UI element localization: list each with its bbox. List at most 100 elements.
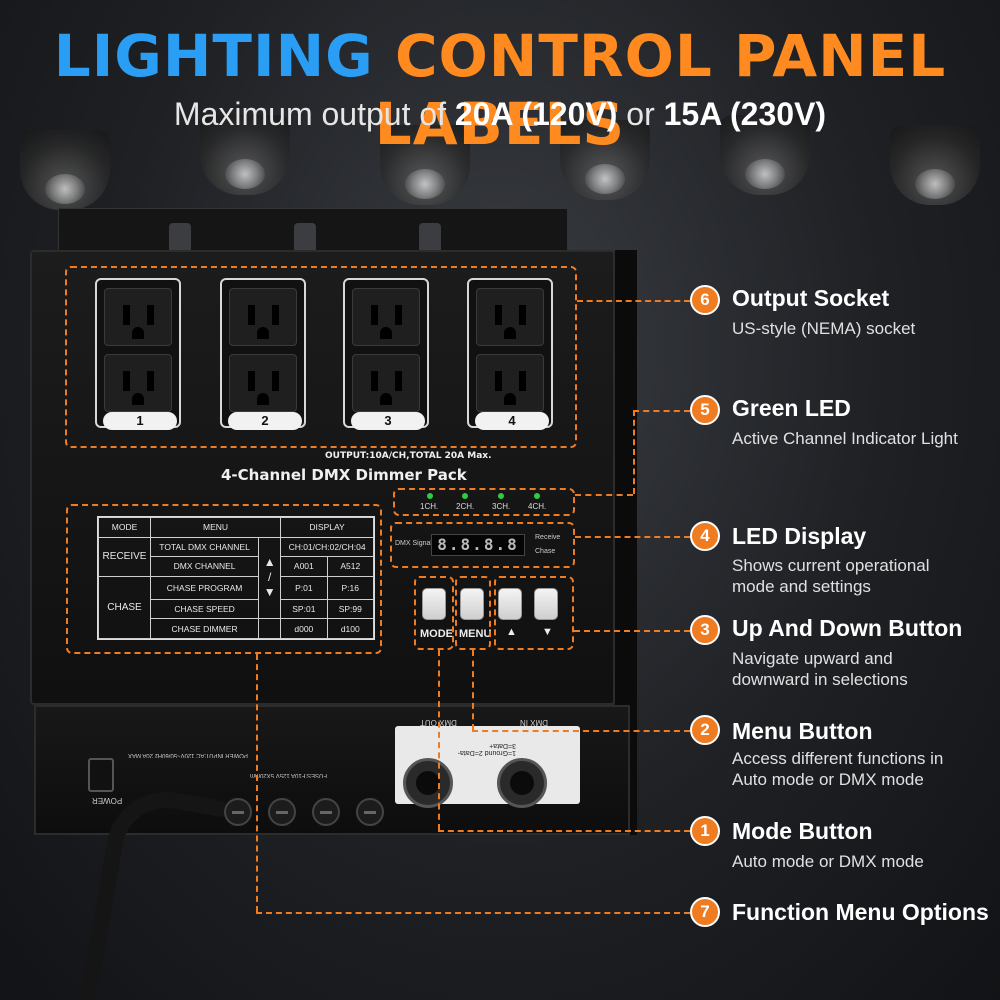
- subtitle-value-120v: 20A (120V): [454, 96, 618, 132]
- callout-number: 1: [690, 816, 720, 846]
- callout-line: [472, 650, 474, 730]
- callout-line: [574, 630, 690, 632]
- subtitle-value-230v: 15A (230V): [663, 96, 827, 132]
- fuse-holder-icon: [268, 798, 296, 826]
- highlight-display: [390, 522, 575, 568]
- power-input-label: POWER INPUT:AC 120V~50/60Hz 20A MAX: [128, 752, 248, 758]
- socket-number: 2: [228, 412, 302, 430]
- highlight-menu-button: [455, 576, 491, 650]
- callout-line: [256, 654, 258, 912]
- callout-title: Mode Button: [732, 818, 873, 844]
- fuses-label: FUSES:F10A 125V 5X20mm: [250, 772, 328, 778]
- dmx-signal-label: DMX Signal: [395, 540, 432, 547]
- highlight-up-down-buttons: [494, 576, 574, 650]
- up-arrow-icon: ▲: [506, 626, 517, 638]
- callout-desc: Active Channel Indicator Light: [732, 429, 958, 448]
- callout-line: [577, 300, 690, 302]
- subtitle-prefix: Maximum output of: [173, 96, 447, 132]
- callout-title: Function Menu Options: [732, 899, 989, 925]
- menu-button[interactable]: [460, 588, 484, 620]
- menu-cell: CHASE DIMMER: [149, 618, 260, 639]
- title-blue: LIGHTING: [53, 22, 374, 90]
- led-label: 1CH.: [420, 502, 439, 511]
- device-side-panel: [615, 250, 637, 835]
- callout-desc: Auto mode or DMX mode: [732, 852, 924, 871]
- up-arrow-icon: ▲: [263, 555, 276, 570]
- highlight-function-menu: [66, 504, 382, 654]
- green-led-icon: [462, 493, 468, 499]
- chase-label: Chase: [535, 548, 556, 555]
- outlet-icon: [352, 288, 420, 346]
- output-rating: OUTPUT:10A/CH,TOTAL 20A Max.: [325, 451, 492, 461]
- subtitle-mid: or: [626, 96, 655, 132]
- mode-button-label: MODE: [420, 628, 453, 640]
- highlight-mode-button: [414, 576, 454, 650]
- led-label: 4CH.: [528, 502, 547, 511]
- callout-line: [438, 650, 440, 830]
- highlight-leds: [393, 488, 575, 516]
- display-to: d100: [326, 618, 375, 639]
- highlight-output-sockets: [65, 266, 577, 448]
- stage-light-icon: [560, 120, 650, 200]
- display-from: P:01: [280, 575, 328, 600]
- dmx-out-connector[interactable]: [403, 758, 453, 808]
- outlet-icon: [352, 354, 420, 412]
- menu-button-label: MENU: [459, 628, 492, 640]
- callout-title: Output Socket: [732, 285, 890, 311]
- stage-light-icon: [20, 130, 110, 210]
- fuse-holder-icon: [224, 798, 252, 826]
- seven-segment-display: 8.8.8.8: [431, 534, 525, 556]
- green-led-icon: [427, 493, 433, 499]
- stage-light-icon: [890, 125, 980, 205]
- outlet-icon: [229, 354, 297, 412]
- output-socket-4: 4: [467, 278, 553, 430]
- led-label: 3CH.: [492, 502, 511, 511]
- dmx-in-label: DMX IN: [520, 718, 548, 727]
- callout-number: 7: [690, 897, 720, 927]
- slash-icon: /: [267, 570, 272, 585]
- display-to: P:16: [326, 575, 375, 600]
- callout-title: Menu Button: [732, 718, 873, 744]
- power-label: POWER: [92, 796, 123, 805]
- socket-number: 3: [351, 412, 425, 430]
- bracket-hole: [294, 223, 316, 253]
- down-arrow-icon: ▼: [542, 626, 553, 638]
- mode-button[interactable]: [422, 588, 446, 620]
- callout-desc: US-style (NEMA) socket: [732, 319, 916, 338]
- up-button[interactable]: [498, 588, 522, 620]
- outlet-icon: [104, 354, 172, 412]
- socket-number: 1: [103, 412, 177, 430]
- callout-desc: Navigate upward and downward in selectio…: [732, 649, 908, 689]
- callout-line: [575, 494, 633, 496]
- mode-cell: RECEIVE: [98, 536, 151, 577]
- led-label: 2CH.: [456, 502, 475, 511]
- callout-number: 5: [690, 395, 720, 425]
- subtitle: Maximum output of 20A (120V) or 15A (230…: [0, 96, 1000, 133]
- green-led-icon: [498, 493, 504, 499]
- dmx-in-connector[interactable]: [497, 758, 547, 808]
- power-switch[interactable]: [88, 758, 114, 792]
- callout-number: 4: [690, 521, 720, 551]
- bracket-hole: [169, 223, 191, 253]
- output-socket-3: 3: [343, 278, 429, 430]
- down-button[interactable]: [534, 588, 558, 620]
- callout-title: Up And Down Button: [732, 615, 963, 641]
- callout-line: [575, 536, 690, 538]
- stage-light-icon: [720, 115, 810, 195]
- function-menu-table: MODE MENU DISPLAY RECEIVE TOTAL DMX CHAN…: [97, 516, 375, 640]
- output-socket-2: 2: [220, 278, 306, 430]
- callout-line: [438, 830, 690, 832]
- stage-light-icon: [200, 115, 290, 195]
- callout-number: 3: [690, 615, 720, 645]
- channel-leds: 1CH. 2CH. 3CH. 4CH.: [410, 490, 575, 514]
- fuse-holder-icon: [312, 798, 340, 826]
- callout-title: Green LED: [732, 395, 851, 421]
- stage-light-icon: [380, 125, 470, 205]
- callout-desc: Shows current operational mode and setti…: [732, 556, 930, 596]
- outlet-icon: [104, 288, 172, 346]
- output-socket-1: 1: [95, 278, 181, 430]
- callout-line: [633, 410, 635, 494]
- outlet-icon: [476, 288, 544, 346]
- receive-label: Receive: [535, 534, 561, 541]
- green-led-icon: [534, 493, 540, 499]
